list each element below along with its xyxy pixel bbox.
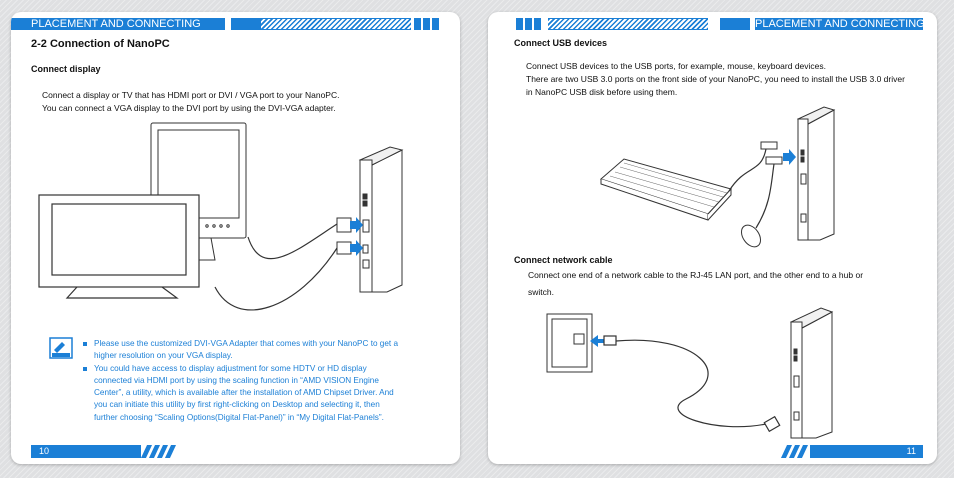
- paragraph-line: Connect a display or TV that has HDMI po…: [42, 90, 340, 100]
- header-square: [423, 18, 430, 30]
- cables: [214, 223, 338, 311]
- blue-arrow-icon: [783, 149, 796, 165]
- paragraph-line: Connect one end of a network cable to th…: [528, 270, 864, 280]
- connect-usb-heading: Connect USB devices: [514, 38, 608, 48]
- section-title: 2-2 Connection of NanoPC: [31, 38, 170, 50]
- header-title: PLACEMENT AND CONNECTING: [11, 18, 225, 30]
- note-line: You could have access to display adjustm…: [94, 363, 367, 373]
- display-connection-figure: [38, 122, 404, 311]
- blue-arrow-icon: [350, 217, 363, 256]
- note-line: Please use the customized DVI-VGA Adapte…: [94, 339, 399, 348]
- usb-connection-figure: [600, 106, 836, 248]
- connect-display-text: Connect a display or TV that has HDMI po…: [42, 89, 339, 115]
- header-square: [432, 18, 439, 30]
- connect-display-heading: Connect display: [31, 64, 101, 74]
- header-square: [516, 18, 523, 30]
- right-page: PLACEMENT AND CONNECTING Connect USB dev…: [488, 12, 937, 464]
- note-list: Please use the customized DVI-VGA Adapte…: [83, 338, 453, 424]
- header-square: [534, 18, 541, 30]
- page-number: 10: [31, 445, 141, 458]
- header-square: [414, 18, 421, 30]
- header-stripe: [261, 18, 411, 30]
- wall-plate: [546, 313, 593, 373]
- paragraph-line: Connect USB devices to the USB ports, fo…: [526, 61, 827, 71]
- header-stripe: [548, 18, 708, 30]
- note-pencil-icon: [49, 337, 73, 359]
- keyboard-keys: [609, 162, 728, 208]
- connect-network-text: Connect one end of a network cable to th…: [528, 267, 863, 301]
- nanopc-unit: [796, 106, 836, 241]
- paragraph-line: There are two USB 3.0 ports on the front…: [526, 74, 905, 84]
- usb-cables: [728, 148, 775, 229]
- header-block: [720, 18, 750, 30]
- network-cable: [603, 335, 781, 433]
- hdtv: [38, 194, 200, 299]
- paragraph-line: switch.: [528, 287, 554, 297]
- keyboard: [600, 158, 732, 221]
- note-line: you can initiate this utility by first r…: [94, 400, 380, 410]
- note-line: higher resolution on your VGA display.: [94, 351, 233, 361]
- note-item: You could have access to display adjustm…: [83, 363, 453, 424]
- network-connection-figure: [546, 307, 834, 439]
- header-square: [525, 18, 532, 30]
- note-line: connected via HDMI port by using the sca…: [94, 375, 379, 385]
- note-item: Please use the customized DVI-VGA Adapte…: [83, 338, 453, 363]
- connect-usb-text: Connect USB devices to the USB ports, fo…: [526, 60, 905, 99]
- paragraph-line: You can connect a VGA display to the DVI…: [42, 103, 336, 113]
- note-line: further choosing “Scaling Options(Digita…: [94, 412, 384, 422]
- usb-plugs: [760, 141, 783, 165]
- mouse: [740, 224, 762, 248]
- blue-arrow-icon: [590, 335, 605, 347]
- page-number: 11: [810, 445, 923, 458]
- nanopc-unit: [358, 146, 404, 293]
- connectors: [336, 217, 352, 255]
- note-line: Center”, a utility, which is available a…: [94, 388, 394, 398]
- connect-network-heading: Connect network cable: [514, 255, 613, 265]
- left-page: PLACEMENT AND CONNECTING 2-2 Connection …: [11, 12, 460, 464]
- header-title: PLACEMENT AND CONNECTING: [755, 18, 925, 30]
- nanopc-unit: [789, 307, 834, 439]
- paragraph-line: in NanoPC USB disk before using them.: [526, 87, 678, 97]
